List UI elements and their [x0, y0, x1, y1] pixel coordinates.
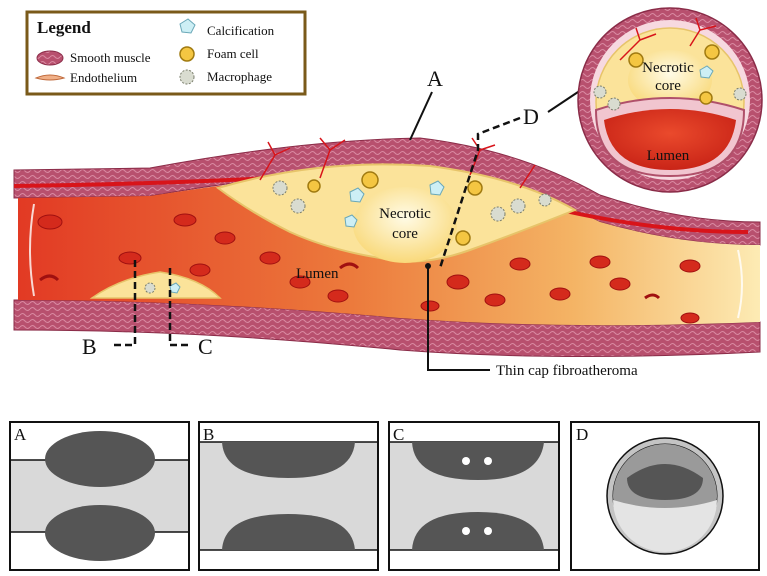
calcification-icon	[179, 18, 196, 34]
inset-necrotic-label-line2: core	[655, 78, 681, 94]
legend-item-label: Endothelium	[70, 70, 137, 85]
inset-lumen-label: Lumen	[647, 148, 690, 164]
macrophage-icon	[179, 69, 195, 85]
label-d: D	[523, 104, 539, 129]
panel-d: D	[570, 421, 760, 571]
legend-item-label: Smooth muscle	[70, 50, 151, 65]
label-b: B	[82, 334, 97, 359]
legend-item-label: Macrophage	[207, 69, 272, 84]
foam-cells	[307, 171, 483, 246]
vessel-wall-bottom	[13, 299, 761, 358]
macrophages	[144, 180, 552, 294]
smooth-muscle-icon	[36, 50, 64, 66]
calcifications	[169, 180, 445, 294]
panel-c: C	[388, 421, 560, 571]
foam-cell-icon	[179, 46, 195, 62]
panel-c-letter: C	[393, 425, 404, 444]
necrotic-core-label-line2: core	[392, 226, 418, 242]
legend: Legend Smooth muscle Endothelium Calcifi…	[25, 10, 307, 96]
label-a: A	[427, 66, 443, 91]
panel-b-letter: B	[203, 425, 214, 444]
small-plaque	[89, 271, 222, 299]
red-blood-cells	[37, 213, 701, 324]
inset-necrotic-label-line1: Necrotic	[642, 60, 694, 76]
panel-d-letter: D	[576, 425, 588, 444]
legend-item-label: Foam cell	[207, 46, 259, 61]
legend-item-label: Calcification	[207, 23, 275, 38]
legend-title: Legend	[37, 18, 91, 37]
panel-b: B	[198, 421, 379, 571]
cross-section-inset: Necrotic core Lumen	[577, 7, 763, 193]
label-c: C	[198, 334, 213, 359]
panel-a: A	[9, 421, 190, 571]
necrotic-core	[353, 187, 457, 263]
callouts: A D B C Thin cap fibroatheroma	[82, 66, 638, 379]
panel-a-letter: A	[14, 425, 27, 444]
endothelium-icon	[34, 74, 66, 81]
thin-cap-label: Thin cap fibroatheroma	[496, 363, 638, 379]
vessel-longitudinal: Necrotic core Lumen	[13, 137, 761, 358]
necrotic-core-label-line1: Necrotic	[379, 206, 431, 222]
lumen-label: Lumen	[296, 266, 339, 282]
